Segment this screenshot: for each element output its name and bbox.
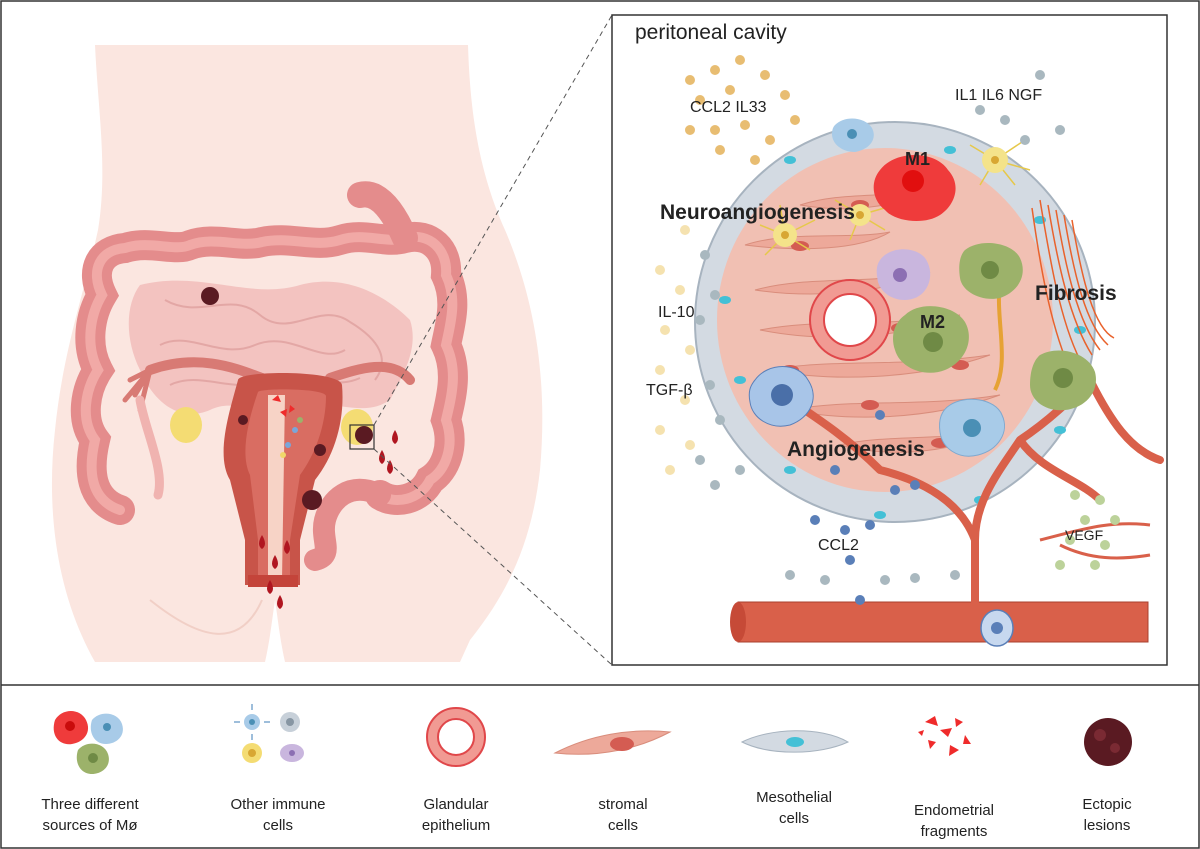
legend-label-ectopic: Ectopic lesions [1082, 796, 1132, 834]
cytokine-dots [655, 55, 1120, 605]
legend-label-immune: Other immune cells [230, 796, 326, 834]
glandular-epithelium-inset [809, 279, 891, 361]
large-intestine [70, 181, 468, 571]
legend-label-glandular: Glandular epithelium [421, 796, 491, 834]
label-fibrosis: Fibrosis [1035, 282, 1117, 305]
fibrosis-strands [1031, 199, 1115, 366]
blood-vessel [730, 376, 1164, 647]
macrophages-inset [748, 118, 1096, 457]
legend-icon-ectopic [1084, 718, 1132, 766]
blood-drops [259, 430, 398, 609]
legend-icon-stromal [553, 730, 672, 755]
inset-title: peritoneal cavity [635, 21, 787, 44]
endometrial-fragments-body [272, 395, 303, 458]
legend-icon-mesothelial [740, 730, 850, 753]
label-ccl2-il33: CCL2 IL33 [690, 99, 767, 116]
ectopic-lesions-body [201, 287, 373, 510]
label-il10: IL-10 [658, 304, 695, 321]
legend-icon-glandular [426, 707, 486, 767]
label-vegf: VEGF [1065, 527, 1103, 543]
label-m2: M2 [920, 312, 945, 332]
neurons [759, 139, 1031, 256]
legend-icon-macrophages [53, 711, 123, 774]
legend-icon-immune [234, 704, 304, 763]
zoom-box [349, 424, 375, 450]
label-m1: M1 [905, 149, 930, 169]
legend-label-macrophages: Three different sources of Mø [41, 796, 139, 834]
legend-icon-endometrial [918, 716, 971, 756]
small-intestine [128, 280, 413, 415]
label-il1-il6-ngf: IL1 IL6 NGF [955, 87, 1042, 104]
legend-label-endometrial: Endometrial fragments [913, 802, 995, 840]
legend-label-mesothelial: Mesothelial cells [756, 789, 832, 827]
zoom-line-top [373, 14, 613, 426]
label-angiogenesis: Angiogenesis [787, 438, 925, 461]
legend-label-stromal: stromal cells [598, 796, 648, 834]
label-neuroangiogenesis: Neuroangiogenesis [660, 201, 855, 224]
label-ccl2: CCL2 [818, 537, 859, 554]
label-tgfb: TGF-β [646, 382, 693, 399]
